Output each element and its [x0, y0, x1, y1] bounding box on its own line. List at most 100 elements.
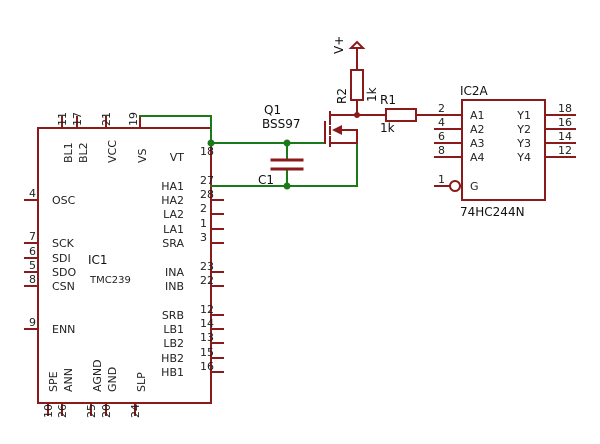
ic2-pin-num: 16 — [558, 116, 572, 129]
ic1-pin-label: SLP — [135, 372, 148, 392]
ic1-pin-label: VT — [170, 151, 185, 164]
ic2-pin-num: 18 — [558, 102, 572, 115]
ic1-pin-num: 11 — [56, 112, 69, 126]
ic1-pin-num: 5 — [29, 259, 36, 272]
supply-label: V+ — [332, 36, 346, 54]
junction-dot — [283, 182, 291, 190]
ic1-pin-label: SRA — [162, 237, 184, 250]
ic2-pin-num: 12 — [558, 144, 572, 157]
ic1-pin-label: INB — [165, 280, 184, 293]
ic2-part: 74HC244N — [460, 205, 525, 219]
r1-resistor: R1 1k — [356, 93, 449, 135]
ic2-body — [461, 99, 546, 201]
ic1-pin-num: 22 — [200, 274, 214, 287]
ic1-pin-num: 17 — [71, 112, 84, 126]
r2-body — [350, 69, 364, 101]
ic1-pin-label: BL2 — [77, 142, 90, 163]
ic1-pin-label: BL1 — [62, 142, 75, 163]
ic1-pin-num: 2 — [200, 202, 207, 215]
ic1-pin-num: 9 — [29, 316, 36, 329]
v-plus-supply: V+ — [332, 36, 366, 71]
ic1-pin-label: VCC — [106, 140, 119, 163]
ic1-chip: IC1 TMC239 11 17 21 19 BL1 BL2 VCC VS 4 — [24, 112, 224, 418]
ic1-pin-label: LA1 — [163, 223, 184, 236]
ic2-pin-label: G — [470, 180, 479, 193]
ic1-pin-num: 28 — [200, 188, 214, 201]
ic1-pin-label: HA2 — [161, 194, 184, 207]
ic1-top-pins: 11 17 21 19 BL1 BL2 VCC VS — [56, 112, 149, 163]
ic1-pin-num: 6 — [29, 245, 36, 258]
ic1-right-pins: 18 27 28 2 1 3 23 22 12 14 13 15 16 VT H… — [161, 145, 224, 379]
ic1-pin-num: 8 — [29, 273, 36, 286]
q1-value: BSS97 — [262, 117, 301, 131]
ic2-inverter-bubble — [449, 180, 461, 192]
ic1-pin-label: VS — [136, 148, 149, 163]
ic1-pin-label: SPE — [47, 371, 60, 392]
ic2-pin-num: 14 — [558, 130, 572, 143]
ic1-pin-num: 15 — [200, 346, 214, 359]
c1-name: C1 — [258, 173, 274, 187]
ic1-pin-label: GND — [106, 367, 119, 392]
ic1-pin-num: 7 — [29, 230, 36, 243]
ic1-pin-num: 24 — [129, 404, 142, 418]
ic1-pin-num: 20 — [100, 404, 113, 418]
ic1-pin-label: ANN — [62, 368, 75, 392]
ic1-body — [37, 127, 212, 404]
ic1-pin-label: HA1 — [161, 180, 184, 193]
ic1-part: TMC239 — [89, 275, 131, 286]
ic2-pin-label: A2 — [470, 123, 485, 136]
ic1-bottom-pins: 10 26 25 20 24 SPE ANN AGND GND SLP — [42, 359, 148, 418]
ha1-source-net — [210, 142, 358, 187]
ic1-pin-num: 3 — [200, 231, 207, 244]
ic1-pin-num: 21 — [100, 112, 113, 126]
ic1-pin-label: INA — [165, 266, 184, 279]
ic1-pin-num: 13 — [200, 331, 214, 344]
ic2-pin-label: Y2 — [516, 123, 531, 136]
ic1-pin-label: ENN — [52, 323, 75, 336]
ic1-pin-label: LB2 — [163, 337, 184, 350]
vs-vt-net — [139, 115, 326, 144]
ic1-pin-label: SCK — [52, 237, 75, 250]
ic1-pin-label: LB1 — [163, 323, 184, 336]
ic1-pin-label: HB1 — [161, 366, 184, 379]
ic1-pin-num: 16 — [200, 360, 214, 373]
r1-value: 1k — [380, 121, 395, 135]
ic2-pin-num: 8 — [438, 144, 445, 157]
green-nets — [139, 115, 358, 190]
ic1-pin-label: OSC — [52, 194, 76, 207]
ic1-pin-label: AGND — [91, 359, 104, 392]
ic2-pin-num: 6 — [438, 130, 445, 143]
ic1-pin-num: 18 — [200, 145, 214, 158]
ic2-pin-num: 1 — [438, 173, 445, 186]
q1-arrow-icon — [332, 125, 342, 135]
junction-dot — [283, 139, 291, 147]
ic2-pin-label: A3 — [470, 137, 485, 150]
c1-capacitor: C1 — [258, 158, 304, 187]
ic1-pin-label: CSN — [52, 280, 75, 293]
ic2-pin-label: A4 — [470, 151, 485, 164]
ic2-name: IC2A — [460, 84, 489, 98]
q1-mosfet: Q1 BSS97 — [262, 99, 360, 147]
r2-name: R2 — [335, 88, 349, 104]
ic2-pin-label: Y1 — [516, 109, 531, 122]
ic1-name: IC1 — [88, 253, 108, 267]
ic2-pin-num: 4 — [438, 116, 445, 129]
ic1-pin-num: 19 — [127, 112, 140, 126]
ic1-pin-num: 14 — [200, 317, 214, 330]
r2-value: 1k — [365, 87, 379, 102]
ic1-pin-label: SRB — [162, 309, 184, 322]
ic2-chip: IC2A 74HC244N 2 4 6 8 1 A1 A2 A3 A4 G 18… — [434, 84, 576, 219]
r1-name: R1 — [380, 93, 396, 107]
r1-body — [385, 108, 417, 122]
ic1-pin-num: 12 — [200, 303, 214, 316]
ic1-pin-num: 1 — [200, 217, 207, 230]
ic1-pin-num: 26 — [56, 404, 69, 418]
q1-name: Q1 — [264, 103, 281, 117]
ic1-pin-num: 4 — [29, 187, 36, 200]
ic1-pin-num: 25 — [85, 404, 98, 418]
ic1-pin-label: HB2 — [161, 352, 184, 365]
ic2-pin-num: 2 — [438, 102, 445, 115]
ic2-pin-label: Y3 — [516, 137, 531, 150]
ic1-pin-num: 10 — [42, 404, 55, 418]
ic1-pin-num: 23 — [200, 260, 214, 273]
